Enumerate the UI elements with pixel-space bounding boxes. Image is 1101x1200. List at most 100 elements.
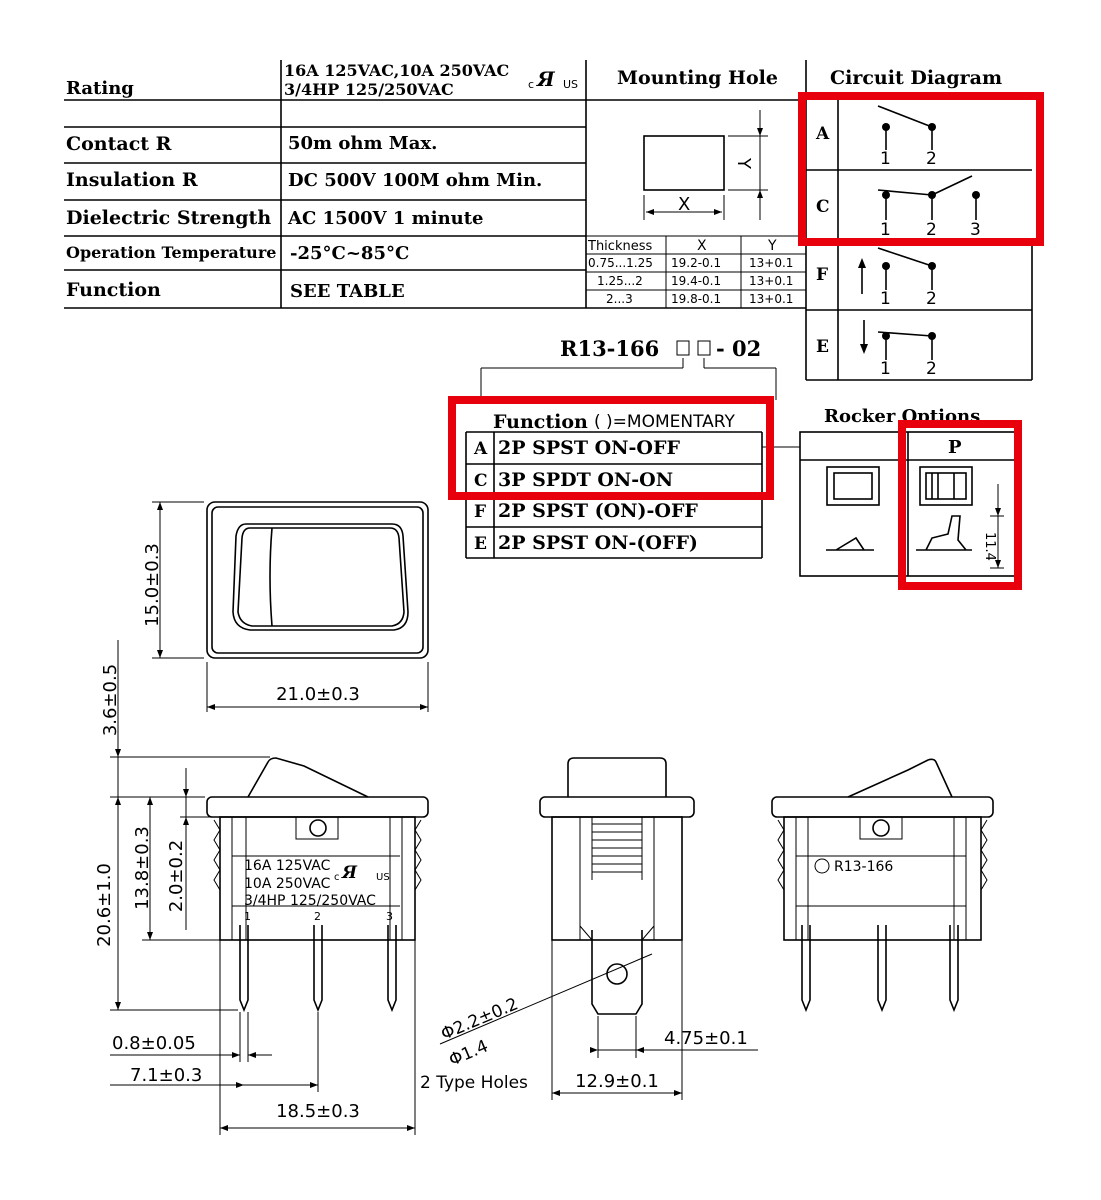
rear-model-label: R13-166	[834, 859, 893, 875]
dielectric-value: AC 1500V 1 minute	[287, 208, 484, 229]
operation-temp-label: Operation Temperature	[66, 243, 276, 262]
y-row3: 13+0.1	[749, 292, 793, 306]
svg-text:c: c	[528, 78, 534, 91]
mounting-hole-section: Mounting Hole X Y Thickness X Y 0.75...1…	[586, 60, 807, 380]
operation-temp-value: -25°C~85°C	[290, 243, 409, 264]
switch-side-view: Φ2.2±0.2 Φ1.4 2 Type Holes 4.75±0.1 12.9…	[420, 757, 758, 1100]
rocker-p-top	[919, 466, 973, 506]
switch-rear-view: R13-166	[771, 758, 994, 1013]
dim-tab-width: 4.75±0.1	[664, 1028, 748, 1049]
circuit-row-e: E 1 2	[816, 320, 937, 379]
part-number-suffix: - 02	[716, 336, 761, 361]
func-desc-e: 2P SPST ON-(OFF)	[498, 532, 698, 554]
contact-r-value: 50m ohm Max.	[288, 133, 437, 154]
body-label-line1: 16A 125VAC	[244, 858, 331, 874]
body-label-line2: 10A 250VAC	[244, 876, 331, 892]
y-row1: 13+0.1	[749, 256, 793, 270]
insulation-r-value: DC 500V 100M ohm Min.	[288, 170, 542, 191]
rear-pin-1	[801, 925, 811, 1013]
circuit-row-c: C 1 2 3	[816, 175, 981, 240]
x-row1: 19.2-0.1	[671, 256, 721, 270]
svg-text:Я: Я	[341, 863, 358, 883]
rocker-option-p: P	[948, 437, 962, 458]
thickness-header: Thickness	[587, 239, 652, 254]
dim-rocker-height: 3.6±0.5	[100, 664, 121, 736]
front-rocker	[247, 757, 369, 798]
svg-text:2: 2	[926, 289, 937, 309]
svg-text:Я: Я	[536, 67, 556, 91]
circuit-row-a: A 1 2	[815, 105, 937, 169]
dim-side-width: 12.9±0.1	[575, 1071, 659, 1092]
function-label: Function	[66, 279, 161, 301]
part-number-prefix: R13-166	[560, 336, 659, 361]
func-desc-f: 2P SPST (ON)-OFF	[498, 500, 698, 522]
switch-front-view: 16A 125VAC 10A 250VAC 3/4HP 125/250VAC c…	[94, 640, 429, 1135]
thickness-row3: 2...3	[606, 292, 633, 306]
svg-text:1: 1	[880, 359, 891, 379]
svg-text:2: 2	[926, 149, 937, 169]
rating-value-line2: 3/4HP 125/250VAC	[284, 80, 454, 99]
side-tab	[591, 930, 643, 1015]
x-header: X	[697, 238, 707, 254]
rear-pin-3	[949, 925, 959, 1013]
rating-label: Rating	[66, 78, 134, 99]
func-code-f: F	[474, 502, 486, 522]
svg-text:1: 1	[880, 220, 891, 240]
side-rocker	[567, 757, 667, 797]
dim-body-height: 13.8±0.3	[132, 826, 153, 910]
mounting-hole-title: Mounting Hole	[617, 67, 778, 89]
pin-1	[239, 925, 249, 1013]
ul-logo: c Я US	[528, 67, 578, 91]
top-view-frame	[206, 501, 429, 659]
pin-2	[313, 925, 323, 1013]
highlight-rocker-p	[898, 420, 1022, 590]
mount-x-label: X	[678, 194, 690, 215]
pin-3	[387, 925, 397, 1013]
x-row3: 19.8-0.1	[671, 292, 721, 306]
rear-pin-2	[877, 925, 887, 1013]
svg-text:US: US	[563, 78, 578, 91]
rating-value-line1: 16A 125VAC,10A 250VAC	[284, 61, 509, 80]
circuit-code-e: E	[816, 337, 829, 357]
thickness-row2: 1.25...2	[597, 274, 643, 288]
function-table-title: Function	[493, 411, 588, 433]
side-flange	[539, 796, 695, 818]
rear-rocker	[847, 758, 953, 798]
func-code-c: C	[474, 471, 488, 491]
front-flange	[206, 796, 429, 818]
highlight-function-a-c	[448, 396, 774, 500]
dim-pin-offset: 7.1±0.3	[130, 1065, 202, 1086]
y-header: Y	[767, 238, 777, 254]
dim-height-top: 15.0±0.3	[142, 543, 163, 627]
dim-pin-span: 18.5±0.3	[276, 1101, 360, 1122]
body-label-line3: 3/4HP 125/250VAC	[244, 893, 376, 909]
rocker-dim: 11.4	[982, 532, 997, 561]
y-row2: 13+0.1	[749, 274, 793, 288]
mount-y-label: Y	[733, 157, 754, 170]
func-desc-a: 2P SPST ON-OFF	[498, 437, 680, 459]
spec-table: Rating 16A 125VAC,10A 250VAC 3/4HP 125/2…	[64, 60, 806, 309]
svg-text:2: 2	[926, 359, 937, 379]
pin-label-2: 2	[314, 910, 321, 923]
circuit-diagram-title: Circuit Diagram	[830, 67, 1002, 89]
dim-total-height: 20.6±1.0	[94, 863, 115, 947]
side-tab-hole	[606, 963, 628, 985]
func-code-e: E	[474, 534, 487, 554]
circuit-code-f: F	[816, 265, 828, 285]
func-code-a: A	[473, 439, 488, 459]
hole-note: 2 Type Holes	[420, 1073, 528, 1093]
side-body	[551, 816, 683, 941]
dim-shoulder: 2.0±0.2	[166, 840, 187, 912]
svg-text:3: 3	[970, 220, 981, 240]
part-box-1	[676, 340, 690, 356]
pin-label-3: 3	[386, 910, 393, 923]
svg-text:US: US	[376, 872, 390, 883]
circuit-diagram: Circuit Diagram A 1 2 C	[806, 67, 1033, 381]
momentary-note: ( )=MOMENTARY	[594, 412, 736, 432]
svg-text:2: 2	[926, 220, 937, 240]
highlight-circuit-a-c	[798, 92, 1044, 246]
x-row2: 19.4-0.1	[671, 274, 721, 288]
top-view-rocker	[232, 523, 409, 631]
svg-text:c: c	[334, 872, 340, 883]
